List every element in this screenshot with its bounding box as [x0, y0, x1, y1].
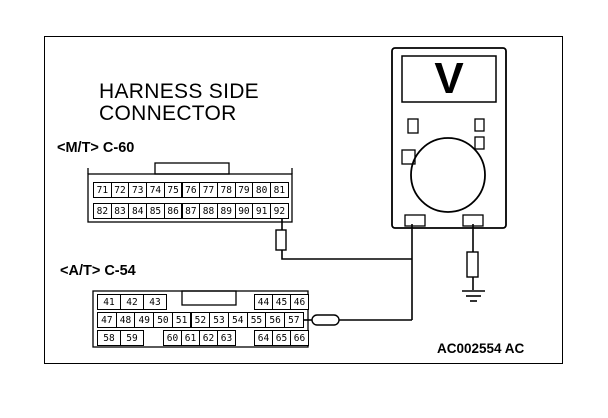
connector-pin: 52 — [190, 312, 211, 328]
connector-pin: 59 — [120, 330, 144, 346]
connector-pin: 76 — [181, 182, 201, 198]
connector-pin: 50 — [153, 312, 173, 328]
mt-connector-latch — [154, 162, 230, 175]
connector-pin: 71 — [93, 182, 112, 198]
connector-pin: 64 — [254, 330, 273, 346]
connector-pin: 57 — [284, 312, 304, 328]
diagram-frame — [44, 36, 563, 364]
connector-pin: 47 — [97, 312, 117, 328]
connector-pin: 49 — [134, 312, 155, 328]
connector-pin: 42 — [120, 294, 144, 310]
meter-switch-3 — [474, 136, 485, 150]
connector-pin: 41 — [97, 294, 121, 310]
connector-pin: 66 — [290, 330, 309, 346]
meter-switch-2 — [474, 118, 485, 132]
connector-pin: 44 — [254, 294, 273, 310]
connector-pin: 72 — [110, 182, 130, 198]
connector-pin: 92 — [270, 203, 289, 219]
connector-pin: 82 — [93, 203, 112, 219]
connector-pin: 63 — [217, 330, 236, 346]
connector-pin: 55 — [246, 312, 267, 328]
heading-line1: HARNESS SIDE — [99, 80, 259, 103]
meter-body — [391, 47, 507, 229]
connector-pin: 51 — [171, 312, 192, 328]
multimeter — [391, 47, 507, 229]
connector-pin: 65 — [272, 330, 291, 346]
connector-pin: 85 — [146, 203, 165, 219]
meter-jack-com — [404, 214, 426, 227]
connector-pin: 61 — [181, 330, 200, 346]
mt-connector-housing — [87, 162, 293, 223]
connector-pin: 87 — [181, 203, 201, 219]
connector-pin: 86 — [163, 203, 183, 219]
at-connector-latch — [181, 290, 237, 306]
connector-pin: 90 — [234, 203, 254, 219]
connector-pin: 83 — [110, 203, 130, 219]
connector-pin: 53 — [209, 312, 229, 328]
connector-pin: 88 — [199, 203, 218, 219]
connector-pin: 43 — [143, 294, 167, 310]
meter-display-symbol: V — [434, 54, 464, 103]
at-connector-housing — [92, 290, 309, 348]
probe-ground — [466, 251, 479, 278]
heading-line2: CONNECTOR — [99, 102, 237, 125]
connector-pin: 75 — [163, 182, 183, 198]
connector-pin: 78 — [216, 182, 236, 198]
connector-pin: 62 — [199, 330, 218, 346]
connector-pin: 79 — [234, 182, 254, 198]
connector-pin: 48 — [115, 312, 136, 328]
connector-pin: 89 — [216, 203, 236, 219]
connector-pin: 80 — [252, 182, 271, 198]
probe-pin92 — [275, 229, 287, 251]
connector-pin: 74 — [146, 182, 165, 198]
meter-switch-1 — [407, 118, 419, 134]
connector-pin: 58 — [97, 330, 121, 346]
wire-pin92-to-meter — [281, 250, 412, 260]
connector-pin: 54 — [227, 312, 248, 328]
connector-pin: 73 — [128, 182, 148, 198]
wires — [275, 214, 479, 326]
meter-dial — [410, 137, 486, 213]
connector-pin: 91 — [252, 203, 271, 219]
probe-pin57 — [311, 314, 340, 326]
ground-symbol — [462, 290, 485, 302]
meter-range-key — [401, 149, 416, 165]
connector-pin: 77 — [199, 182, 218, 198]
connector-pin: 60 — [163, 330, 182, 346]
meter-display — [401, 55, 497, 103]
connector-pin: 46 — [290, 294, 309, 310]
at-connector-label: <A/T> C-54 — [60, 263, 136, 279]
connector-pin: 45 — [272, 294, 291, 310]
connector-pin: 81 — [270, 182, 289, 198]
connector-pin: 84 — [128, 203, 148, 219]
figure-code: AC002554 AC — [437, 341, 525, 356]
connector-pin: 56 — [265, 312, 285, 328]
mt-connector-label: <M/T> C-60 — [57, 140, 135, 156]
